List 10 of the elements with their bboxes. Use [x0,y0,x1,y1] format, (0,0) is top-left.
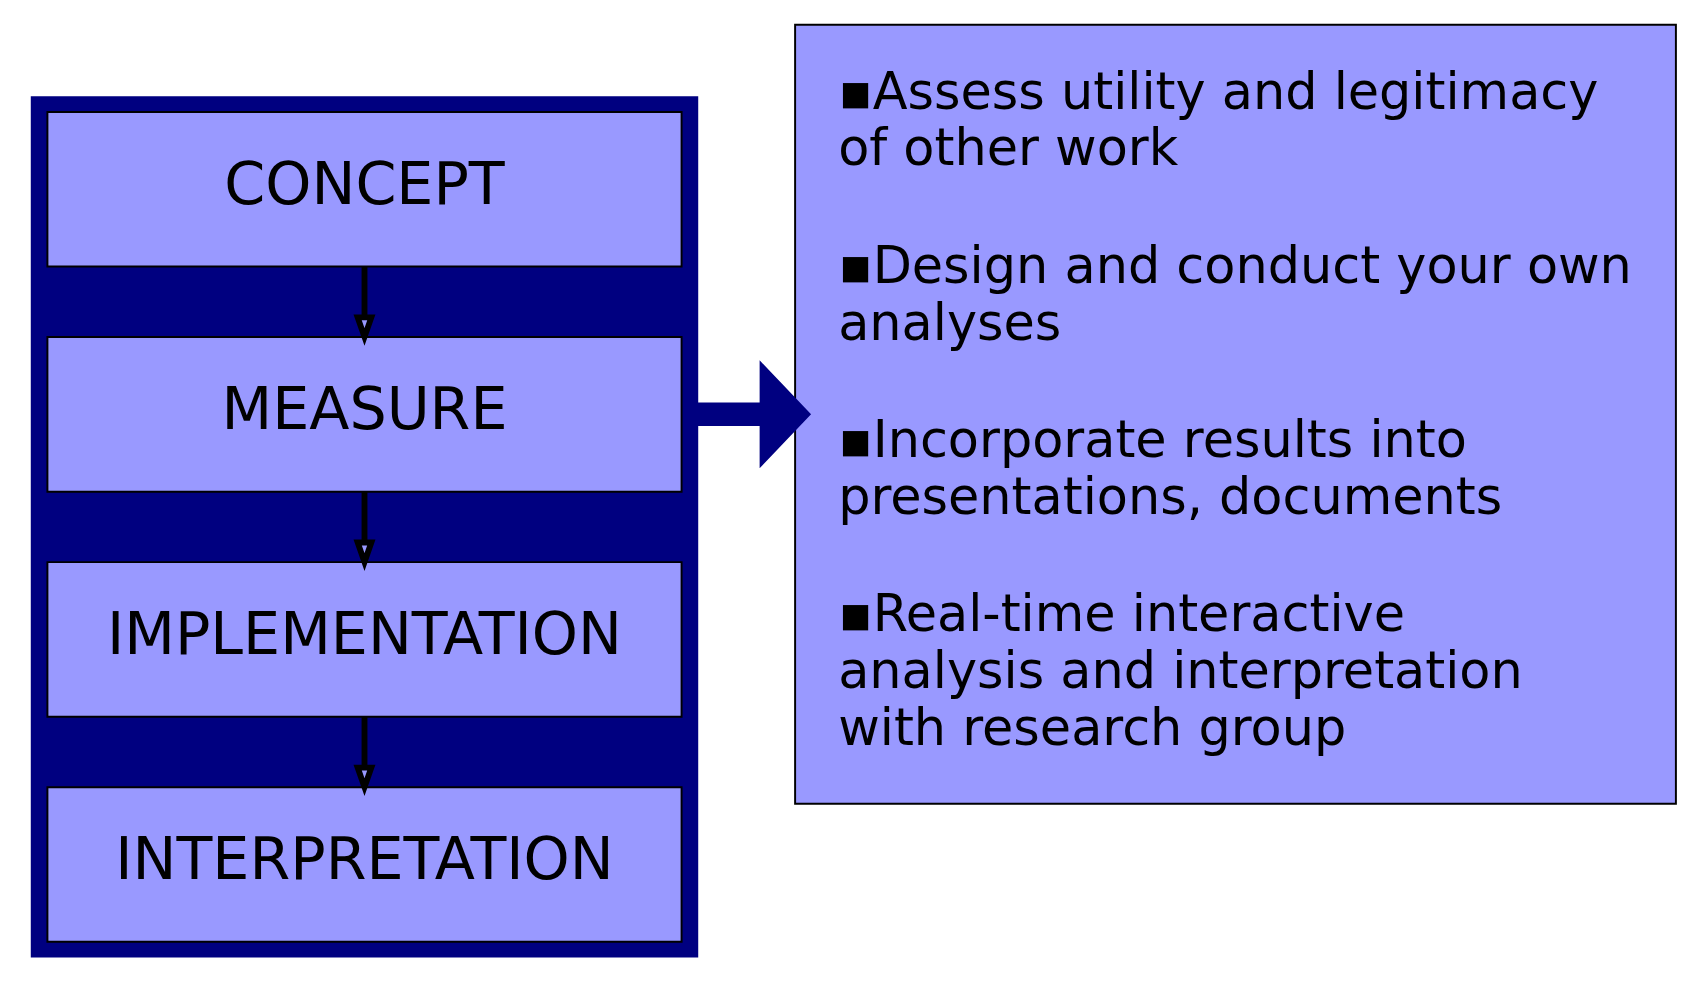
node-box: IMPLEMENTATION [46,561,683,718]
arrow [353,491,376,571]
arrow [353,716,376,797]
cluster [30,96,699,958]
arrow [697,360,812,469]
node-box: MEASURE [46,336,683,493]
node-box: CONCEPT [46,110,683,268]
node-box: ▪Assess utility and legitimacy of other work ▪Design and conduct your own analyses ▪Incorporate results into presentations, documents ▪Real-time interactive analysis and interpretation with research group [794,23,1677,805]
arrow [353,266,376,346]
node-box: INTERPRETATION [46,786,683,943]
